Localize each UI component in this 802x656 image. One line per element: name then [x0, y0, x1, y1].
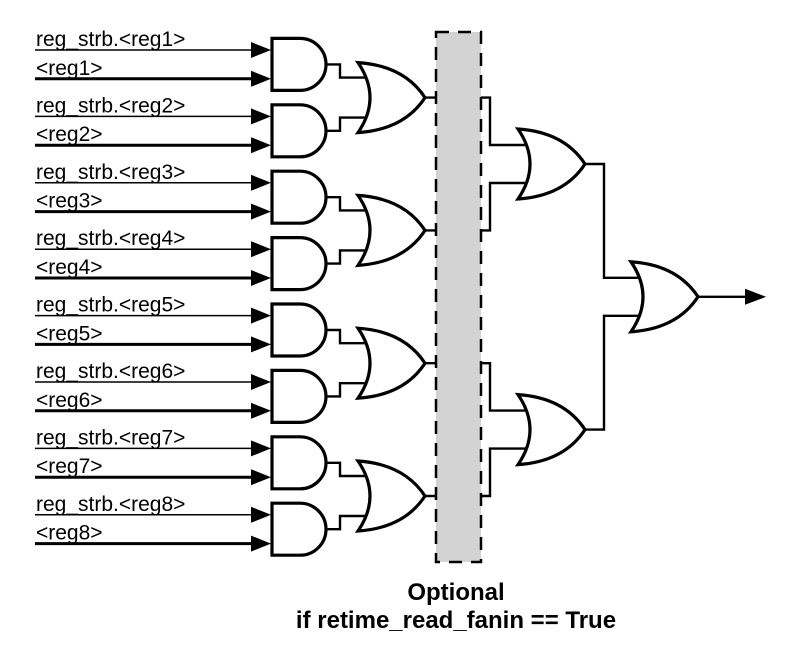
value-label: <reg2>	[36, 123, 103, 146]
arrowhead-icon	[251, 336, 271, 353]
arrowhead-icon	[251, 307, 271, 324]
wire-and7-or4	[326, 461, 366, 478]
input-group-reg2: reg_strb.<reg2> <reg2>	[35, 94, 271, 154]
arrowhead-icon	[251, 137, 271, 154]
value-label: <reg1>	[36, 57, 103, 80]
output-arrowhead-icon	[745, 288, 766, 305]
strobe-label: reg_strb.<reg1>	[36, 28, 185, 51]
wire-and3-or2	[326, 196, 366, 212]
arrowhead-icon	[251, 70, 271, 87]
value-label: <reg7>	[36, 455, 103, 478]
optional-retime-region	[434, 30, 483, 564]
arrowhead-icon	[251, 374, 271, 390]
input-group-reg5: reg_strb.<reg5> <reg5>	[35, 294, 271, 353]
value-label: <reg6>	[36, 389, 103, 412]
arrowhead-icon	[251, 270, 271, 286]
or-gate-upper	[514, 127, 587, 201]
connection-wires	[326, 63, 639, 531]
output-wire-group	[698, 288, 766, 305]
or-gates-level2	[514, 127, 587, 467]
and-gate-1	[270, 36, 328, 92]
wire-and8-or4	[326, 514, 366, 531]
wire-and1-or1	[326, 63, 366, 79]
and-gate-3	[270, 169, 328, 225]
and-gate-5	[270, 302, 328, 358]
value-label: <reg8>	[36, 522, 103, 545]
strobe-label: reg_strb.<reg3>	[36, 161, 185, 184]
input-group-reg6: reg_strb.<reg6> <reg6>	[35, 360, 271, 419]
or-gate-1	[354, 60, 427, 135]
arrowhead-icon	[251, 506, 271, 523]
input-group-reg1: reg_strb.<reg1> <reg1>	[35, 28, 271, 87]
value-label: <reg5>	[36, 322, 103, 345]
input-group-reg4: reg_strb.<reg4> <reg4>	[35, 227, 271, 286]
input-group-reg8: reg_strb.<reg8> <reg8>	[35, 493, 271, 552]
arrowhead-icon	[251, 402, 271, 419]
strobe-label: reg_strb.<reg7>	[36, 426, 185, 449]
value-label: <reg3>	[36, 190, 103, 213]
wire-and4-or2	[326, 249, 366, 265]
strobe-label: reg_strb.<reg2>	[36, 94, 185, 117]
and-gate-8	[270, 501, 328, 557]
arrowhead-icon	[251, 108, 271, 125]
caption-line1: Optional	[407, 579, 504, 606]
caption-line2: if retime_read_fanin == True	[296, 607, 616, 634]
wire-orA-final	[585, 162, 639, 279]
value-label: <reg4>	[36, 256, 103, 279]
strobe-label: reg_strb.<reg6>	[36, 360, 185, 383]
strobe-label: reg_strb.<reg8>	[36, 493, 185, 516]
input-group-reg3: reg_strb.<reg3> <reg3>	[35, 161, 271, 220]
or-gates-level1	[354, 60, 427, 533]
or-gate-4	[354, 459, 427, 533]
strobe-label: reg_strb.<reg4>	[36, 227, 185, 250]
and-gate-2	[270, 103, 328, 159]
arrowhead-icon	[251, 203, 271, 220]
and-gate-7	[270, 435, 328, 491]
strobe-label: reg_strb.<reg5>	[36, 294, 185, 317]
wire-and6-or3	[326, 382, 366, 398]
or-gate-final	[627, 259, 700, 334]
arrowhead-icon	[251, 42, 271, 58]
caption: Optional if retime_read_fanin == True	[296, 579, 616, 634]
wire-and5-or3	[326, 328, 366, 345]
or-gate-lower	[514, 392, 587, 467]
and-gate-6	[270, 368, 328, 424]
input-group-reg7: reg_strb.<reg7> <reg7>	[35, 426, 271, 486]
or-gate-2	[354, 193, 427, 268]
and-gates	[270, 36, 328, 557]
wire-and2-or1	[326, 116, 366, 132]
arrowhead-icon	[251, 174, 271, 191]
arrowhead-icon	[251, 241, 271, 258]
arrowhead-icon	[251, 535, 271, 552]
arrowhead-icon	[251, 469, 271, 486]
or-gate-3	[354, 326, 427, 401]
wire-orB-final	[585, 314, 639, 431]
and-gate-4	[270, 236, 328, 292]
arrowhead-icon	[251, 440, 271, 457]
